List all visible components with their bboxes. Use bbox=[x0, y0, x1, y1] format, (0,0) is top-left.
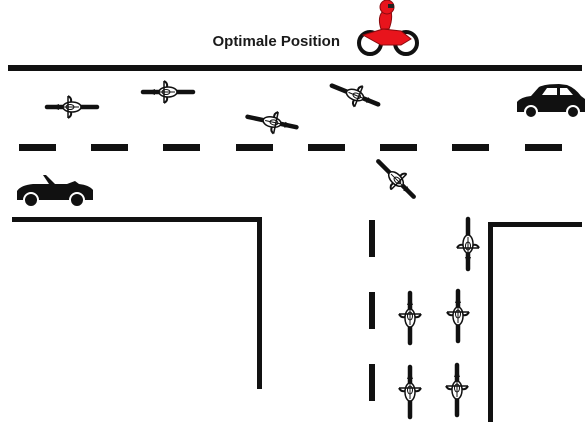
motorbike-icon bbox=[457, 219, 479, 269]
left-curb bbox=[12, 217, 262, 389]
right-curb bbox=[488, 222, 582, 422]
motorbike-icon bbox=[446, 365, 468, 415]
motorbike-icon bbox=[447, 291, 469, 341]
motorbike-icon bbox=[328, 75, 383, 114]
motorbike-icon bbox=[245, 106, 298, 138]
motorbike-icon bbox=[399, 293, 421, 343]
motorbike-icon bbox=[371, 154, 422, 205]
motorbike-icon bbox=[143, 81, 193, 103]
side-road-dashed-line bbox=[369, 220, 375, 401]
convertible-car-icon bbox=[17, 175, 93, 208]
motorbike-icon bbox=[47, 96, 97, 118]
caption-label: Optimale Position bbox=[212, 33, 340, 50]
red-motorbike-icon bbox=[357, 0, 419, 56]
road-markings bbox=[8, 65, 582, 422]
center-dashed-line bbox=[19, 144, 562, 151]
motorbike-icon bbox=[399, 367, 421, 417]
top-road-edge bbox=[8, 65, 582, 71]
car-icon bbox=[517, 84, 585, 119]
